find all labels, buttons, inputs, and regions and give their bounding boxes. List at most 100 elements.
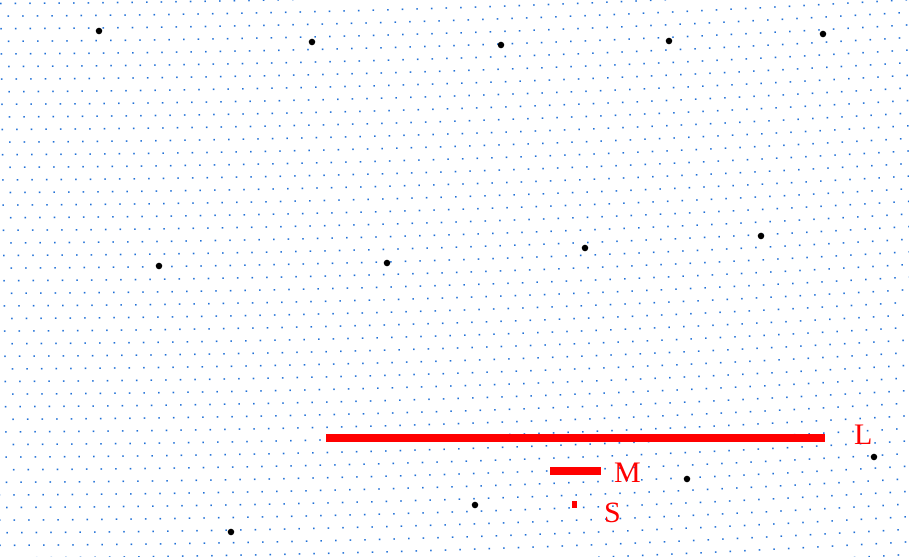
grid-dot <box>573 343 576 345</box>
grid-dot <box>561 545 564 547</box>
grid-dot <box>202 441 204 444</box>
grid-dot <box>688 186 691 189</box>
grid-dot <box>147 127 150 129</box>
grid-dot <box>10 267 13 269</box>
grid-dot <box>463 284 465 286</box>
grid-dot <box>69 292 71 294</box>
grid-dot <box>214 264 217 267</box>
grid-dot <box>309 250 312 252</box>
grid-dot <box>483 119 485 121</box>
grid-dot <box>57 519 59 521</box>
grid-dot <box>217 491 220 494</box>
grid-dot <box>195 504 198 507</box>
grid-dot <box>20 481 22 483</box>
grid-dot <box>904 516 906 518</box>
grid-dot <box>885 164 888 166</box>
grid-dot <box>396 172 398 175</box>
grid-dot <box>657 62 660 64</box>
grid-dot <box>100 468 103 470</box>
grid-dot <box>426 247 428 249</box>
grid-dot <box>767 19 769 21</box>
scale-label-medium: M <box>614 456 641 489</box>
grid-dot <box>399 399 401 401</box>
grid-dot <box>390 286 392 288</box>
grid-dot <box>238 428 241 430</box>
grid-dot <box>250 150 252 153</box>
grid-dot <box>706 488 709 491</box>
grid-dot <box>438 70 441 73</box>
grid-dot <box>206 176 209 179</box>
grid-dot <box>641 554 644 557</box>
grid-dot <box>431 83 434 85</box>
grid-dot <box>38 191 41 194</box>
grid-dot <box>594 254 597 256</box>
grid-dot <box>421 461 424 464</box>
grid-dot <box>798 219 801 221</box>
grid-dot <box>84 367 87 370</box>
grid-dot <box>189 542 191 545</box>
grid-dot <box>787 497 789 499</box>
grid-dot <box>474 6 477 8</box>
grid-dot <box>872 290 875 293</box>
grid-dot <box>818 79 821 82</box>
grid-dot <box>710 148 712 150</box>
grid-dot <box>752 19 754 22</box>
grid-dot <box>485 295 487 298</box>
grid-dot <box>54 241 56 244</box>
grid-dot <box>261 516 264 518</box>
grid-dot <box>692 539 695 542</box>
grid-dot <box>663 515 665 518</box>
grid-dot <box>151 480 154 482</box>
grid-dot <box>442 372 445 375</box>
grid-dot <box>755 271 757 274</box>
grid-dot <box>825 41 828 43</box>
grid-dot <box>903 415 905 417</box>
grid-dot <box>326 401 328 403</box>
grid-dot <box>686 35 689 38</box>
grid-dot <box>800 395 803 398</box>
grid-dot <box>310 351 313 353</box>
grid-dot <box>195 454 197 456</box>
grid-dot <box>498 194 501 197</box>
grid-dot <box>770 271 772 273</box>
grid-dot <box>774 56 777 59</box>
grid-dot <box>820 205 822 208</box>
grid-dot <box>115 468 117 470</box>
grid-dot <box>47 304 49 307</box>
grid-dot <box>20 506 23 509</box>
grid-dot <box>864 203 866 205</box>
grid-dot <box>412 323 415 325</box>
grid-dot <box>871 240 874 243</box>
grid-dot <box>212 88 215 91</box>
grid-dot <box>26 342 28 345</box>
grid-dot <box>313 527 315 530</box>
grid-dot <box>31 153 33 156</box>
grid-dot <box>625 404 628 406</box>
grid-dot <box>398 349 400 351</box>
grid-dot <box>373 59 375 62</box>
grid-dot <box>784 245 786 247</box>
grid-dot <box>457 397 459 400</box>
grid-dot <box>16 179 19 181</box>
grid-dot <box>501 421 504 423</box>
grid-dot <box>194 353 196 356</box>
grid-dot <box>325 350 327 353</box>
grid-dot <box>821 281 823 283</box>
grid-dot <box>231 390 233 393</box>
grid-dot <box>748 284 750 287</box>
grid-dot <box>810 16 813 19</box>
grid-dot <box>111 190 114 193</box>
grid-dot <box>25 317 28 320</box>
grid-dot <box>103 102 105 105</box>
grid-dot <box>416 58 419 61</box>
grid-dot <box>470 296 473 298</box>
grid-dot <box>756 397 759 400</box>
grid-dot <box>807 332 809 334</box>
grid-dot <box>730 33 733 36</box>
grid-dot <box>228 138 230 141</box>
grid-dot <box>794 484 796 486</box>
grid-dot <box>226 12 229 15</box>
grid-dot <box>282 452 285 455</box>
grid-dot <box>546 495 548 497</box>
